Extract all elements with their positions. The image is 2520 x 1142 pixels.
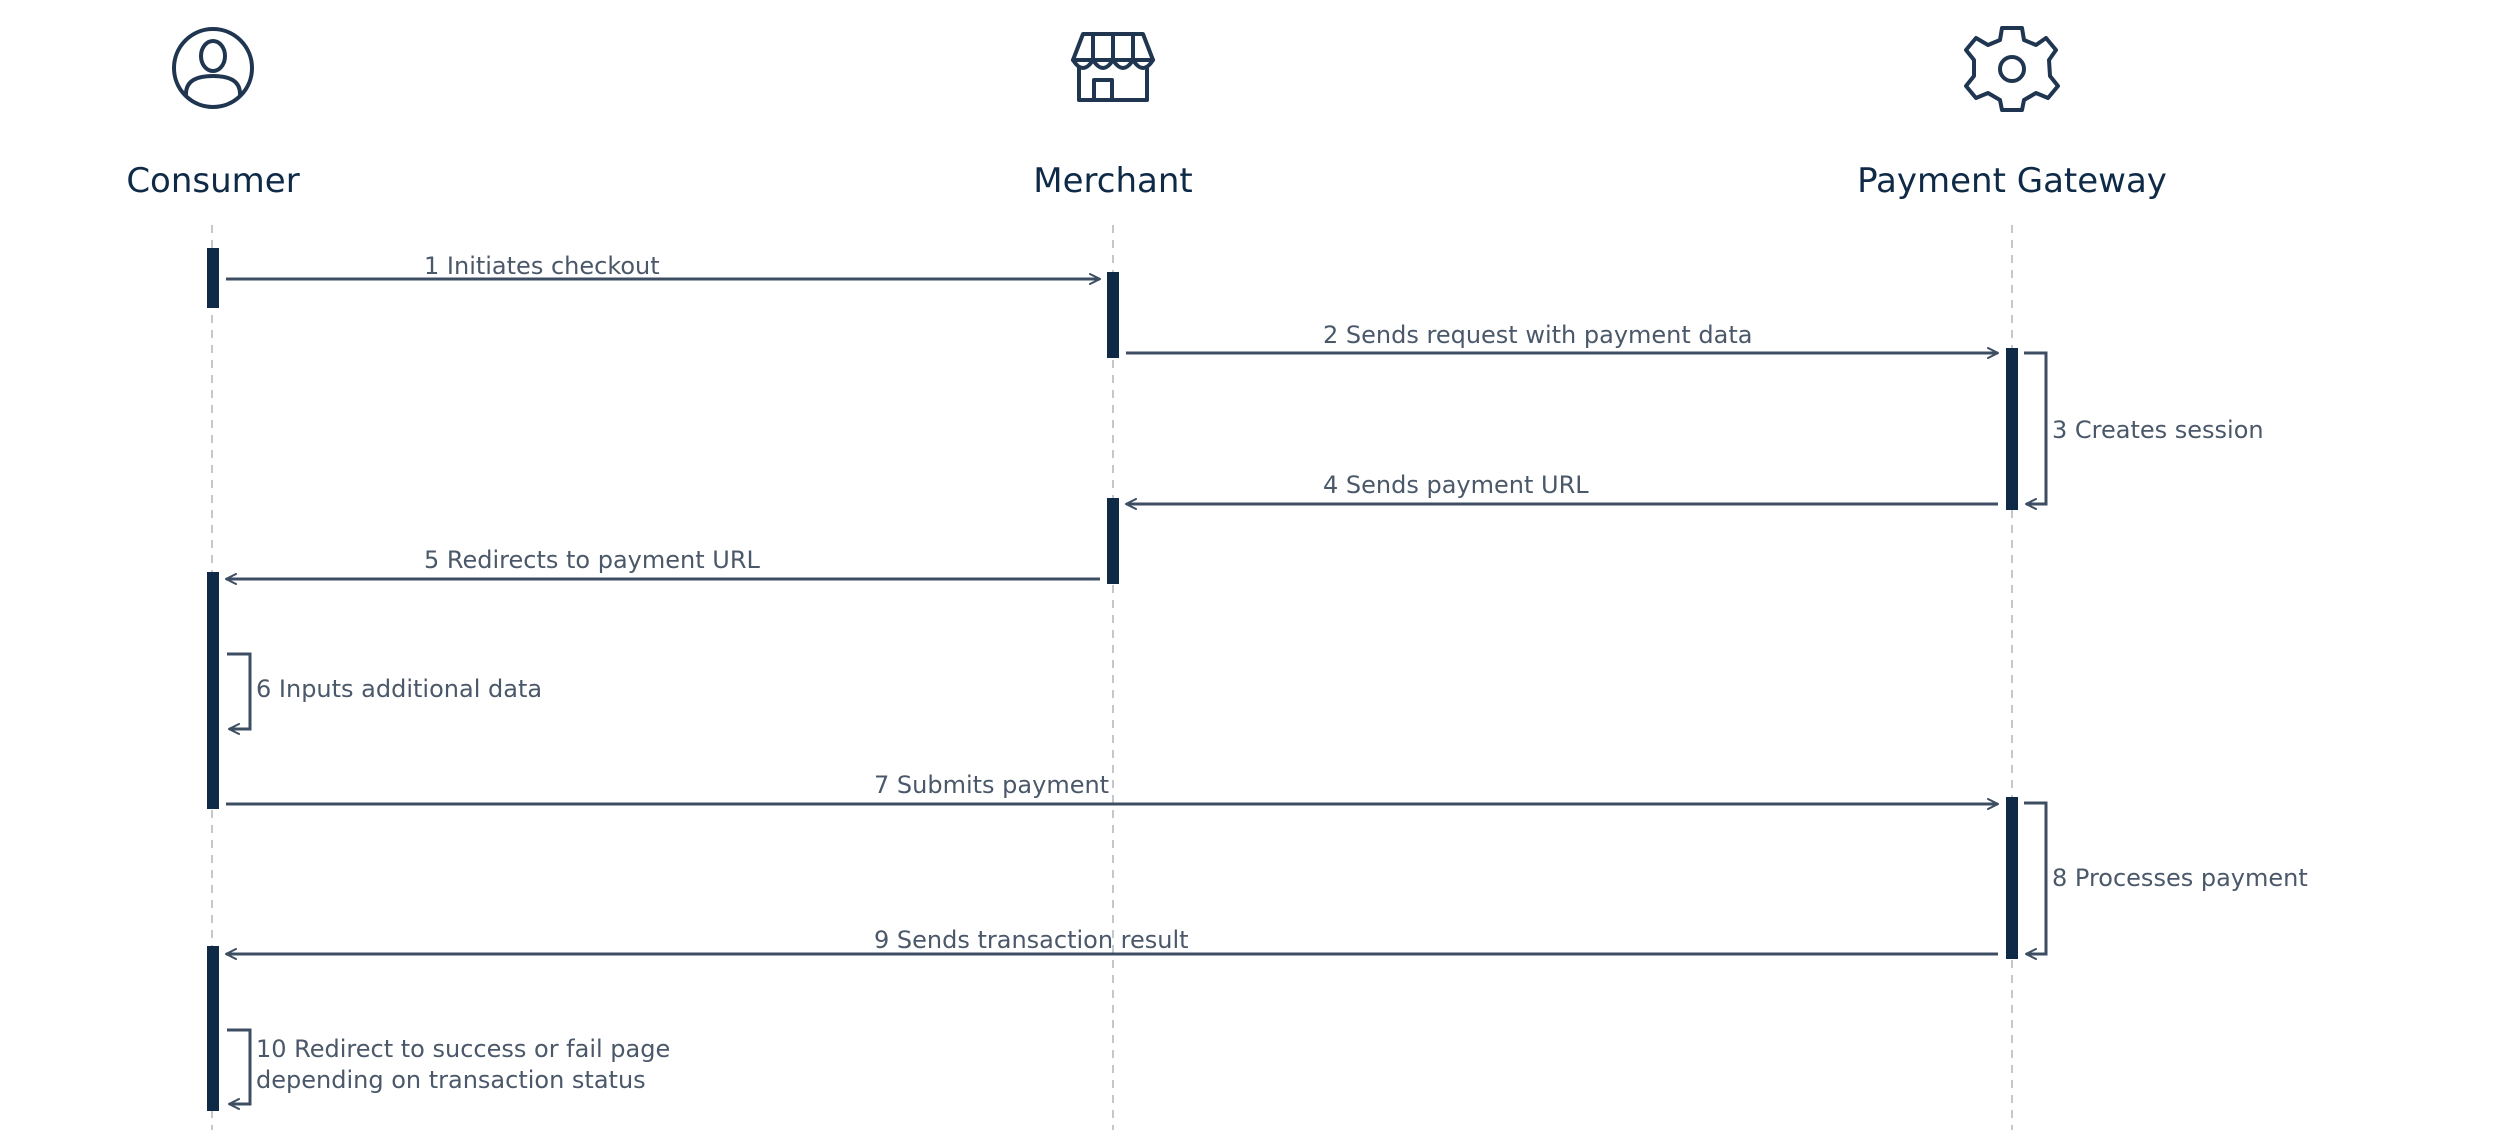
message-label-8: 8 Processes payment [2052, 864, 2308, 892]
message-label-2: 2 Sends request with payment data [1323, 321, 1752, 349]
message-label-6: 6 Inputs additional data [256, 675, 542, 703]
message-arrow-6 [227, 652, 252, 735]
message-label-10: 10 Redirect to success or fail page [256, 1035, 670, 1063]
user-icon [172, 27, 254, 109]
activation-bar-merchant-1 [1107, 272, 1119, 358]
participant-label-merchant: Merchant [1033, 161, 1192, 201]
message-label-5: 5 Redirects to payment URL [424, 546, 761, 574]
message-label-3: 3 Creates session [2052, 416, 2264, 444]
message-label-4: 4 Sends payment URL [1323, 471, 1589, 499]
store-icon [1071, 32, 1155, 102]
activation-bar-consumer-3 [207, 946, 219, 1111]
message-label-10-line-2: depending on transaction status [256, 1066, 646, 1094]
message-arrow-10 [227, 1028, 252, 1110]
participant-label-payment-gateway: Payment Gateway [1857, 161, 2167, 201]
activation-bar-gateway-2 [2006, 797, 2018, 959]
activation-bar-gateway-1 [2006, 348, 2018, 510]
message-arrow-8 [2024, 801, 2048, 960]
message-label-1: 1 Initiates checkout [424, 252, 660, 280]
message-label-7: 7 Submits payment [874, 771, 1109, 799]
message-arrow-3 [2024, 351, 2048, 510]
activation-bar-consumer-2 [207, 572, 219, 809]
activation-bar-merchant-2 [1107, 498, 1119, 584]
activation-bar-consumer-1 [207, 248, 219, 308]
participant-label-consumer: Consumer [126, 161, 299, 201]
gear-icon [1964, 26, 2060, 112]
message-label-9: 9 Sends transaction result [874, 926, 1189, 954]
